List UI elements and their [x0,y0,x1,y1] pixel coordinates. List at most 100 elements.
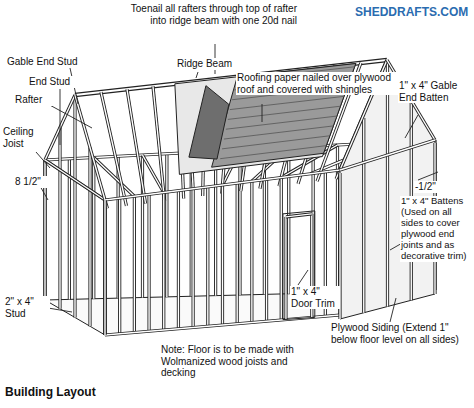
back-wall-stud [238,150,241,295]
2x4-stud [119,198,120,334]
callout-label: Ridge Beam [176,58,238,70]
callout-label: Toenail all rafters through top of rafte… [118,3,298,26]
2x4-stud [222,185,223,325]
rafter [153,86,164,192]
watermark: SHEDDRAFTS.COM [354,6,472,20]
gable-end-stud [74,95,75,180]
shingle-course [220,146,326,159]
rafter [153,86,164,192]
2x4-stud [103,200,106,335]
rafter [75,95,105,200]
leader-line [298,270,308,285]
callout-label: End Stud [28,76,90,88]
end-stud [73,180,76,318]
2x4-stud [206,187,209,326]
2x4-stud [177,191,180,329]
end-stud [103,200,106,335]
leader-line [390,298,396,322]
callout-label: Plywood Siding (Extend 1" below floor le… [330,322,470,345]
2x4-stud [280,178,283,321]
2x4-stud [251,181,252,322]
callout-label: Roofing paper nailed over plywood roof a… [236,72,408,95]
callout-label: Gable End Stud [6,56,88,68]
2x4-stud [163,193,164,331]
end-stud [74,180,75,318]
batten [362,118,365,313]
2x4-stud [266,179,267,321]
rafter [127,89,144,195]
door-header [286,214,312,217]
back-wall-stud [288,148,289,294]
2x4-stud [221,185,224,325]
2x4-stud [207,187,208,326]
back-wall-stud [92,158,95,299]
top-plate [105,170,340,200]
back-wall-stud [93,158,94,299]
back-wall-stud [287,148,290,294]
rafter [101,92,125,197]
2x4-stud [134,196,135,332]
2x4-stud [104,200,105,335]
2x4-stud [265,179,268,321]
batten [387,63,388,307]
end-stud [89,190,90,326]
callout-label: 1" x 4" Door Trim [290,286,340,309]
2x4-stud [236,183,239,324]
end-stud [88,190,91,326]
2x4-stud [178,191,179,329]
leader-line [405,115,418,138]
2x4-stud [192,189,195,328]
leader-line [418,172,438,180]
batten [103,200,106,335]
callout-label: 8 1/2" [14,176,56,188]
2x4-stud [192,189,193,328]
roofing-paper [189,86,229,159]
2x4-stud [236,183,237,324]
2x4-stud [133,196,136,332]
2x4-stud [147,194,150,331]
back-wall-stud [68,159,71,300]
back-wall-stud [165,154,168,297]
leader-line [46,103,92,128]
callout-label: 2" x 4" Stud [4,296,50,319]
leader-line [262,104,263,122]
end-stud [104,200,105,335]
back-wall-stud [214,151,217,295]
callout-label: Rafter [14,94,56,106]
batten [340,140,435,170]
2x4-stud [281,178,282,321]
door-jamb [285,217,286,320]
leader-line [196,72,198,78]
callout-label: 1" x 4" Battens (Used on all sides to co… [400,196,470,262]
top-plate [105,170,340,200]
batten [363,118,364,313]
leader-line [40,186,48,200]
callout-label: -1/2" [414,181,456,193]
2x4-stud [250,181,253,322]
rafter [75,95,105,200]
leader-line [48,308,72,312]
back-wall-stud [69,159,70,300]
caption: Building Layout [4,386,97,400]
callout-label: Note: Floor is to be made with Wolmanize… [160,344,322,379]
callout-label: 1" x 4" Gable End Batten [398,80,472,103]
batten [340,140,435,170]
gable-end-stud [73,95,76,180]
2x4-stud [118,198,121,334]
door-header [286,214,312,217]
end-stud [58,170,61,309]
rafter [101,92,125,197]
back-wall-stud [239,150,240,295]
2x4-stud [162,193,165,331]
back-wall-stud [166,154,167,297]
batten [104,200,105,335]
back-wall-stud [215,151,216,295]
callout-label: Ceiling Joist [2,126,44,149]
end-stud [59,170,60,309]
back-wall-stud [337,145,338,293]
leader-line [36,152,50,168]
door-jamb [284,217,287,320]
leader-line [60,89,61,145]
batten [386,63,389,307]
rafter [127,89,144,195]
